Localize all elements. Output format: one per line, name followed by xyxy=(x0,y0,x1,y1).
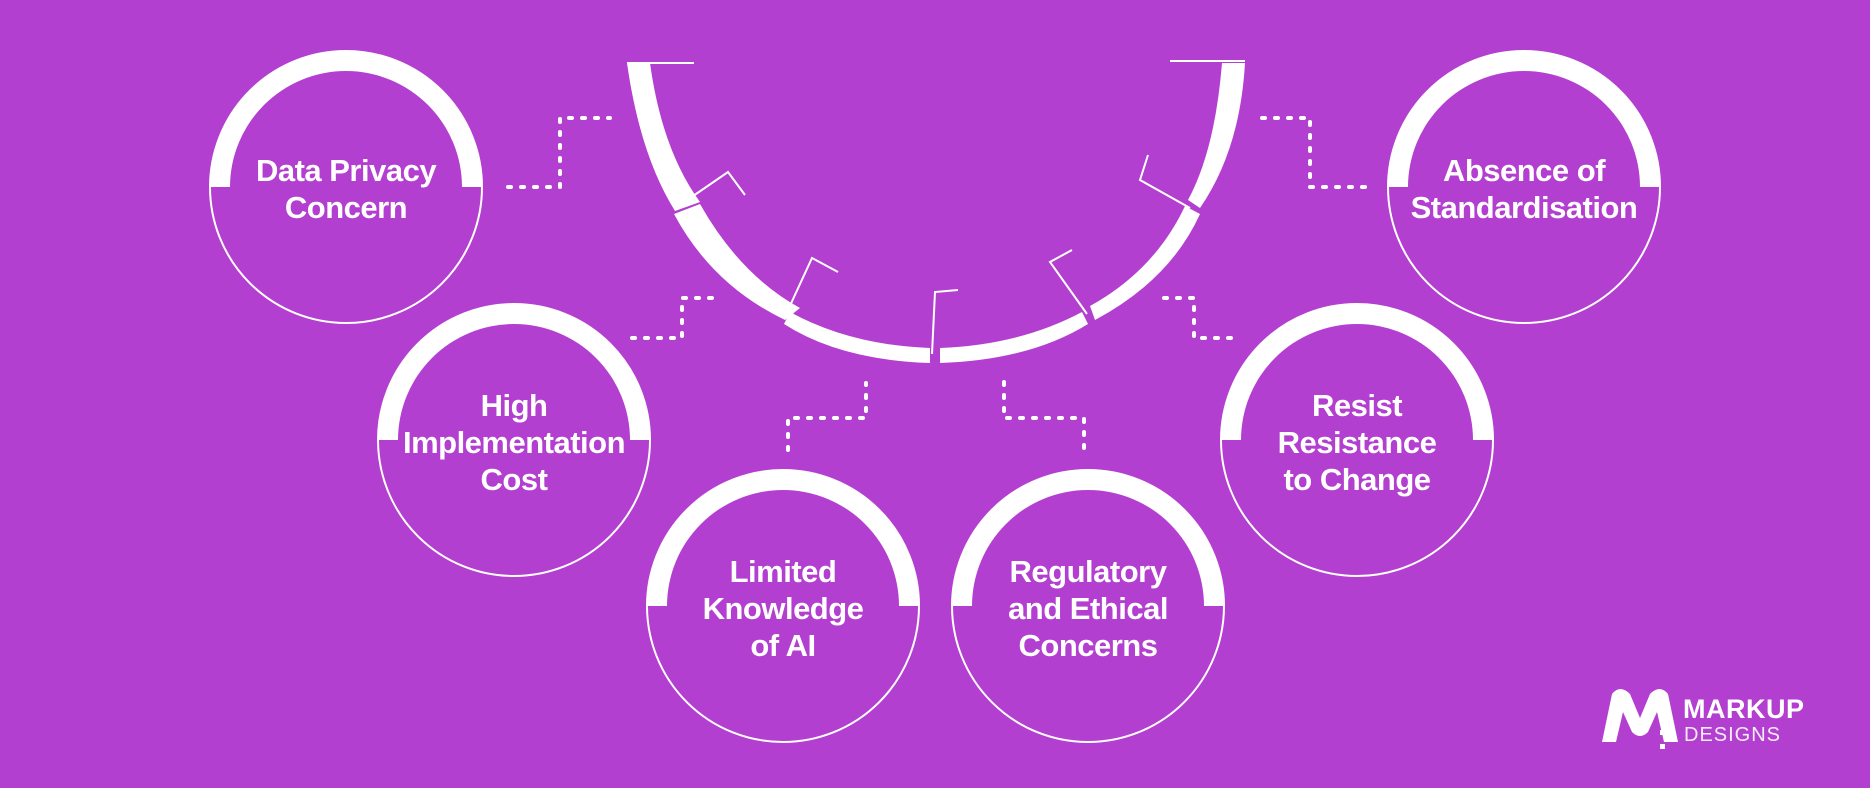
connector-resist xyxy=(1162,296,1242,340)
markup-logo: MARKUP DESIGNS xyxy=(1600,686,1820,750)
node-label-line: High xyxy=(480,387,548,423)
node-label-line: Limited xyxy=(729,553,837,589)
node-label-line: to Change xyxy=(1283,461,1431,497)
node-label-line: Cost xyxy=(480,461,548,497)
circle-top-band xyxy=(210,51,482,187)
node-label-line: Data Privacy xyxy=(255,153,437,188)
logo-subtitle: DESIGNS xyxy=(1684,724,1782,746)
arrow-5 xyxy=(1138,154,1191,209)
node-label-line: Concern xyxy=(284,190,408,225)
connector-regulatory xyxy=(1002,380,1086,452)
node-label-line: Knowledge xyxy=(702,590,864,626)
logo-name: MARKUP xyxy=(1683,694,1805,724)
markup-logo-icon xyxy=(1602,689,1678,749)
circle-top-band xyxy=(1221,304,1493,440)
node-circle-absence-standardisation xyxy=(1387,50,1661,324)
arc-segment-5 xyxy=(1090,206,1200,320)
node-label-line: Concerns xyxy=(1018,627,1158,663)
node-circle-high-implementation-cost xyxy=(377,303,651,577)
arc-segment-4 xyxy=(940,312,1088,363)
node-label-line: Standardisation xyxy=(1410,190,1638,225)
node-circle-resist-change xyxy=(1220,303,1494,577)
dotted-connectors xyxy=(506,116,1368,452)
arc-segment-1 xyxy=(627,63,700,211)
arc-segment-6 xyxy=(1188,63,1245,208)
node-label-line: Absence of xyxy=(1442,153,1606,188)
node-label-line: and Ethical xyxy=(1008,590,1168,626)
node-label-line: Regulatory xyxy=(1009,553,1167,589)
circle-top-band xyxy=(1388,51,1660,187)
arc-arrows xyxy=(679,154,1191,355)
node-label-line: of AI xyxy=(750,627,816,663)
arrow-1 xyxy=(679,170,746,206)
arc-segment-2 xyxy=(674,204,800,320)
connector-data-privacy xyxy=(506,116,612,189)
connector-limited-knowledge xyxy=(786,381,868,452)
arc-segment-3 xyxy=(784,312,930,363)
connector-absence xyxy=(1260,116,1368,189)
connector-high-implementation xyxy=(630,296,714,340)
circle-top-band xyxy=(952,470,1224,606)
circle-top-band xyxy=(647,470,919,606)
circle-top-band xyxy=(378,304,650,440)
node-circle-limited-knowledge xyxy=(646,469,920,743)
arrow-3 xyxy=(931,289,959,355)
arrow-4 xyxy=(1048,249,1088,315)
node-label-line: Implementation xyxy=(402,424,626,460)
arc-top-lines xyxy=(627,60,1245,64)
node-circle-regulatory-ethical xyxy=(951,469,1225,743)
central-arc xyxy=(627,63,1245,363)
node-label-line: Resistance xyxy=(1277,424,1437,460)
node-circle-data-privacy xyxy=(209,50,483,324)
arrow-2 xyxy=(787,256,839,311)
node-label-line: Resist xyxy=(1311,387,1403,423)
